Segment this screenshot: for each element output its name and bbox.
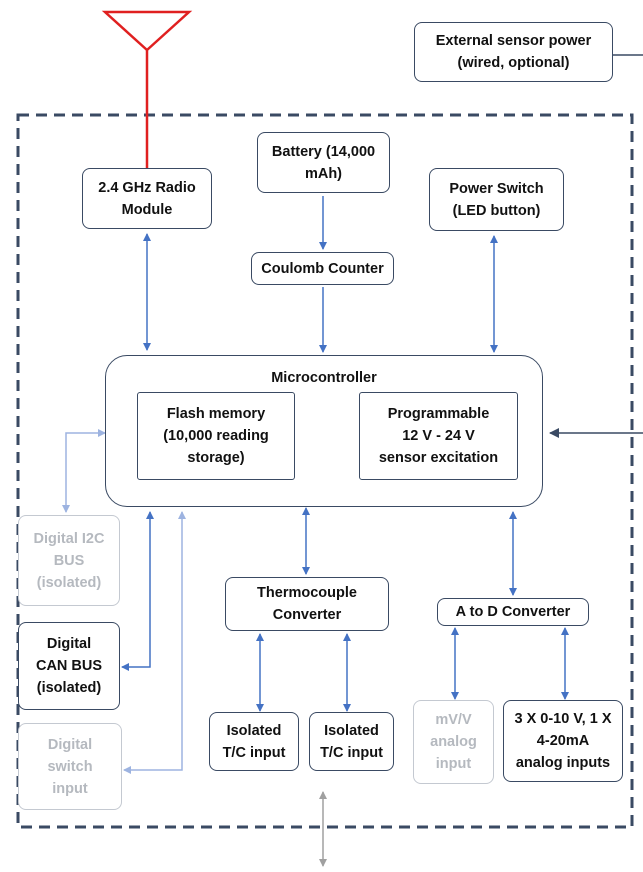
arrow-mcu-switch bbox=[123, 511, 186, 774]
microcontroller-title: Microcontroller bbox=[271, 370, 377, 386]
thermocouple-converter-box: Thermocouple Converter bbox=[225, 577, 389, 631]
arrow-mcu-can bbox=[121, 511, 154, 671]
external-power-box: External sensor power (wired, optional) bbox=[414, 22, 613, 82]
external-power-line bbox=[549, 54, 643, 438]
coulomb-counter-box: Coulomb Counter bbox=[251, 252, 394, 285]
switch-input-box: Digital switch input bbox=[18, 723, 122, 810]
battery-box: Battery (14,000 mAh) bbox=[257, 132, 390, 193]
tc-input-1-box: Isolated T/C input bbox=[209, 712, 299, 771]
i2c-bus-box: Digital I2C BUS (isolated) bbox=[18, 515, 120, 606]
sensor-excitation-box: Programmable 12 V - 24 V sensor excitati… bbox=[359, 392, 518, 480]
flash-memory-box: Flash memory (10,000 reading storage) bbox=[137, 392, 295, 480]
mvv-input-box: mV/V analog input bbox=[413, 700, 494, 784]
analog-inputs-box: 3 X 0-10 V, 1 X 4-20mA analog inputs bbox=[503, 700, 623, 782]
power-switch-box: Power Switch (LED button) bbox=[429, 168, 564, 231]
radio-module-box: 2.4 GHz Radio Module bbox=[82, 168, 212, 229]
adc-box: A to D Converter bbox=[437, 598, 589, 626]
antenna-icon bbox=[101, 10, 193, 168]
arrow-mcu-i2c bbox=[62, 429, 106, 513]
enclosure-border bbox=[16, 113, 634, 829]
tc-input-2-box: Isolated T/C input bbox=[309, 712, 394, 771]
can-bus-box: Digital CAN BUS (isolated) bbox=[18, 622, 120, 710]
